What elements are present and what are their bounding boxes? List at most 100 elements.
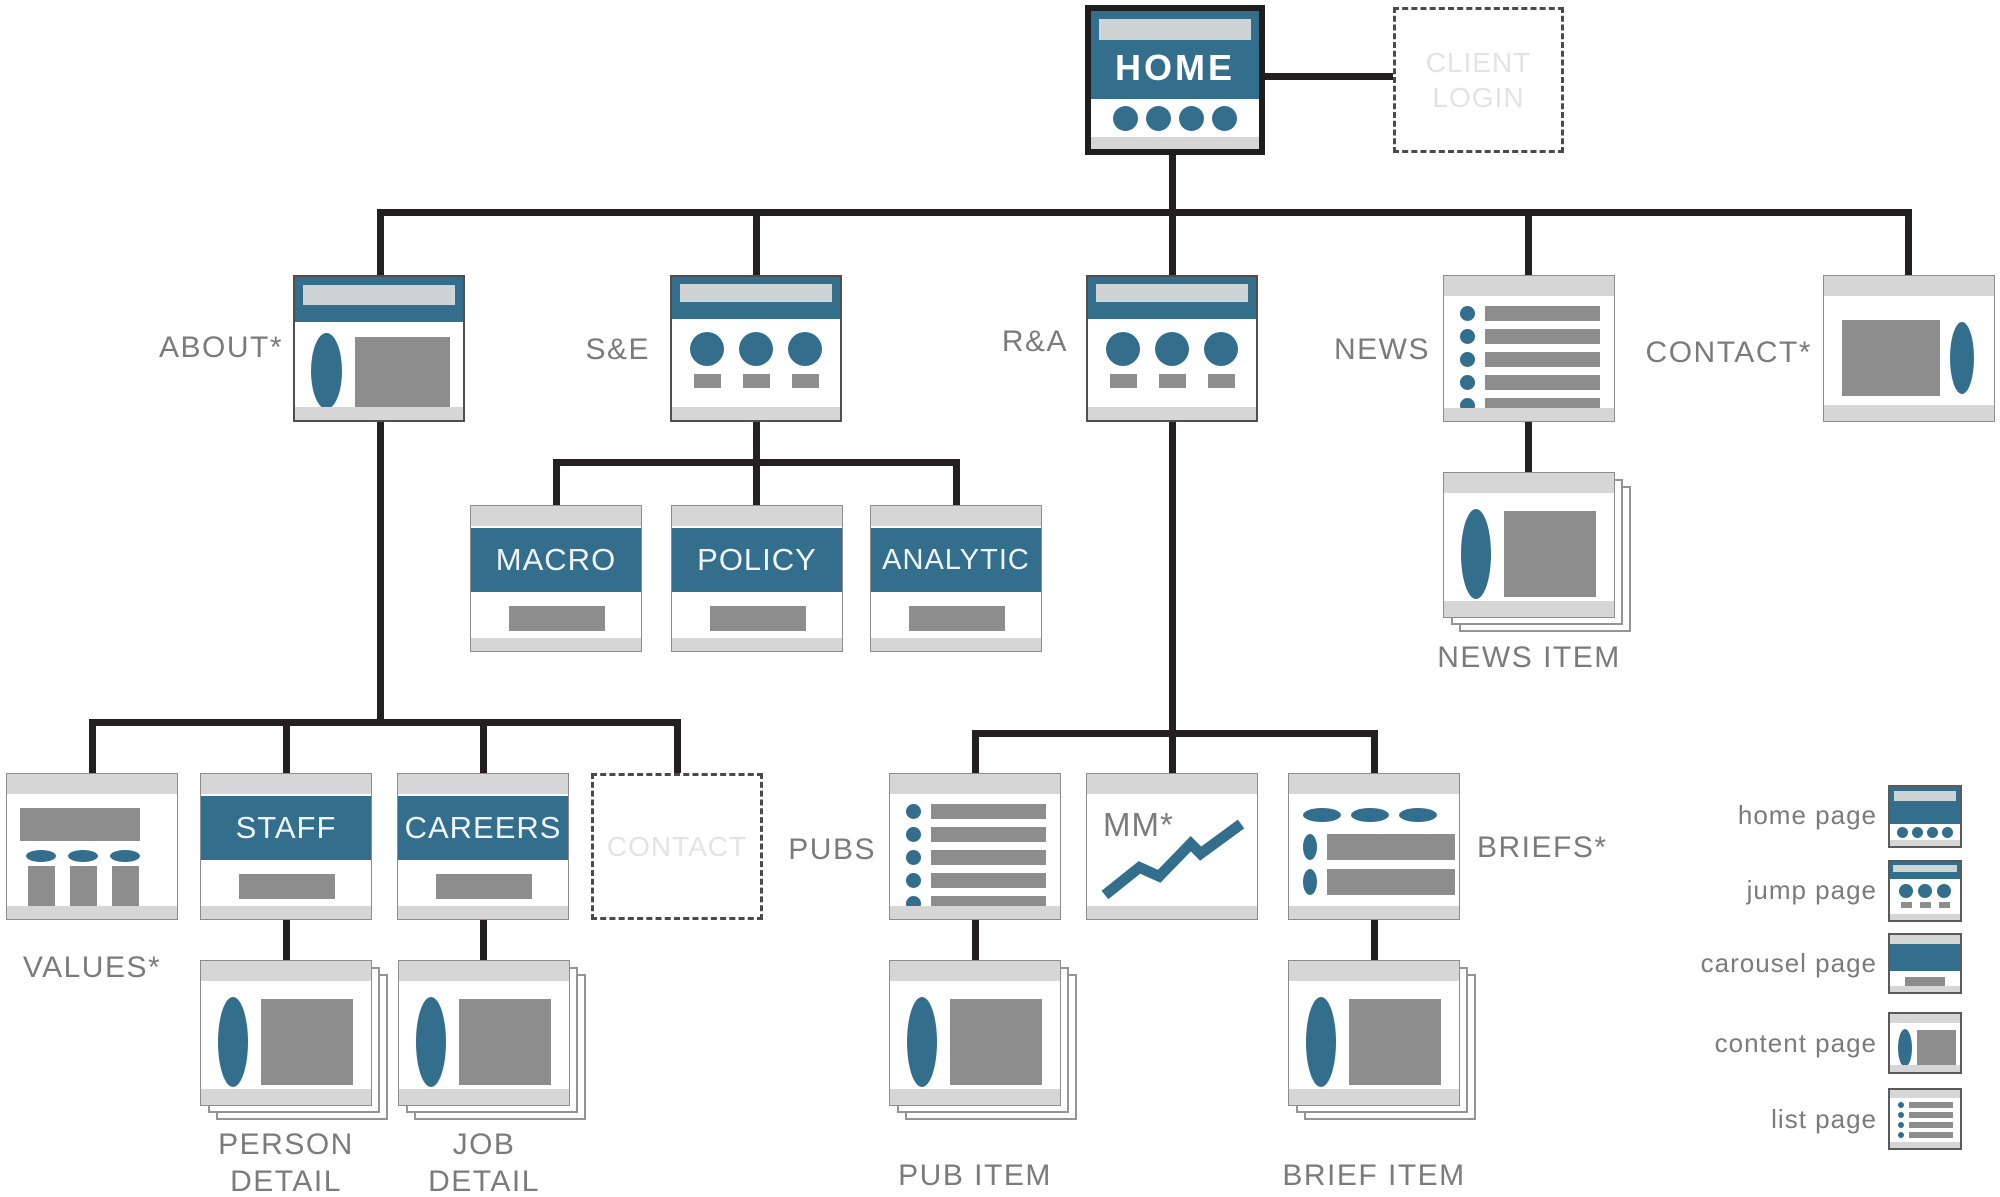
text-block [69, 866, 97, 906]
jump-circle [690, 332, 724, 366]
titlebar [1893, 865, 1957, 872]
list-item [906, 827, 1046, 842]
node-se[interactable] [670, 275, 842, 422]
text-bar [1938, 902, 1950, 908]
footer-bar [201, 906, 371, 919]
header-bar [890, 774, 1060, 794]
list-item [1460, 375, 1600, 390]
node-macro[interactable]: MACRO [470, 505, 642, 652]
node-person-detail[interactable] [200, 960, 388, 1120]
list-item [906, 804, 1046, 819]
line-chart-icon [1101, 819, 1245, 900]
label-values: VALUES* [22, 951, 162, 984]
image-placeholder [1917, 1030, 1956, 1067]
node-staff[interactable]: STAFF [200, 773, 372, 920]
text-bar [436, 874, 532, 899]
connector-line [480, 726, 487, 775]
footer-bar [1890, 840, 1960, 846]
connector-line [953, 466, 960, 507]
image-placeholder [20, 808, 140, 841]
label-pub-item: PUB ITEM [898, 1159, 1052, 1192]
nav-dot [1897, 827, 1908, 838]
text-bar [1485, 329, 1600, 344]
node-about[interactable] [293, 275, 465, 422]
jump-captions [1890, 902, 1960, 908]
label-contact: CONTACT* [1645, 336, 1812, 369]
legend-label-home-page: home page [1737, 800, 1877, 830]
node-careers[interactable]: CAREERS [397, 773, 569, 920]
text-bar [1909, 1102, 1953, 1108]
node-mm[interactable]: MM* [1086, 773, 1258, 920]
nav-dot [1212, 105, 1237, 131]
node-client-login[interactable]: CLIENT LOGIN [1393, 7, 1564, 153]
node-job-detail[interactable] [398, 960, 586, 1120]
node-home[interactable]: HOME [1085, 5, 1265, 155]
node-contact-placeholder[interactable]: CONTACT [591, 773, 763, 920]
text-bar [931, 850, 1046, 865]
hero-ellipse [907, 997, 937, 1087]
node-pub-item[interactable] [889, 960, 1077, 1120]
list-bullet [1898, 1112, 1904, 1118]
node-news[interactable] [1443, 275, 1615, 422]
node-brief-item[interactable] [1288, 960, 1476, 1120]
jump-captions [1088, 374, 1256, 388]
header-bar [672, 277, 840, 319]
node-policy[interactable]: POLICY [671, 505, 843, 652]
header-bar [1088, 277, 1256, 319]
home-header: HOME [1091, 11, 1259, 99]
header-bar [1890, 862, 1960, 879]
carousel-banner [1890, 944, 1960, 971]
text-block [111, 866, 139, 906]
list-item [1898, 1132, 1953, 1138]
legend-icon-home-page [1888, 785, 1962, 848]
footer-bar [295, 407, 463, 420]
connector-line [972, 918, 979, 962]
footer-bar [1091, 137, 1259, 149]
footer-bar [398, 906, 568, 919]
bullet-ellipse [1303, 834, 1317, 860]
jump-circle [1899, 884, 1913, 898]
list-item [1460, 306, 1600, 321]
person-column [68, 850, 98, 906]
node-briefs[interactable] [1288, 773, 1460, 920]
hero-ellipse [218, 997, 248, 1087]
text-bar [239, 874, 335, 899]
content-page [889, 960, 1061, 1106]
list-bullet [1898, 1102, 1904, 1108]
list-bullet [1898, 1122, 1904, 1128]
avatar-ellipse [110, 850, 140, 862]
connector-line [480, 918, 487, 962]
text-bar [1485, 352, 1600, 367]
text-bar [1900, 902, 1912, 908]
connector-line [553, 466, 560, 507]
tag-ellipses [1303, 808, 1437, 822]
connector-line [753, 420, 760, 464]
footer-bar [672, 638, 842, 651]
legend-label-list-page: list page [1771, 1104, 1877, 1134]
jump-circle [788, 332, 822, 366]
connector-line [753, 216, 760, 277]
jump-links [672, 332, 840, 366]
node-values[interactable] [6, 773, 178, 920]
header-bar [398, 774, 568, 794]
person-column [110, 850, 140, 906]
nav-dot [1113, 105, 1138, 131]
node-ra[interactable] [1086, 275, 1258, 422]
footer-bar [672, 407, 840, 420]
connector-line [89, 719, 681, 726]
connector-line [674, 726, 681, 775]
nav-dots [1091, 99, 1259, 137]
footer-bar [1289, 906, 1459, 919]
footer-bar [890, 906, 1060, 919]
avatar-ellipse [68, 850, 98, 862]
footer-bar [1444, 601, 1614, 617]
nav-dot [1927, 827, 1938, 838]
label-briefs: BRIEFS* [1477, 831, 1608, 864]
node-news-item[interactable] [1443, 472, 1631, 632]
titlebar [1096, 284, 1248, 302]
node-analytic[interactable]: ANALYTIC [870, 505, 1042, 652]
values-columns [26, 850, 140, 906]
node-pubs[interactable] [889, 773, 1061, 920]
connector-line [1525, 420, 1532, 474]
node-contact[interactable] [1823, 275, 1995, 422]
